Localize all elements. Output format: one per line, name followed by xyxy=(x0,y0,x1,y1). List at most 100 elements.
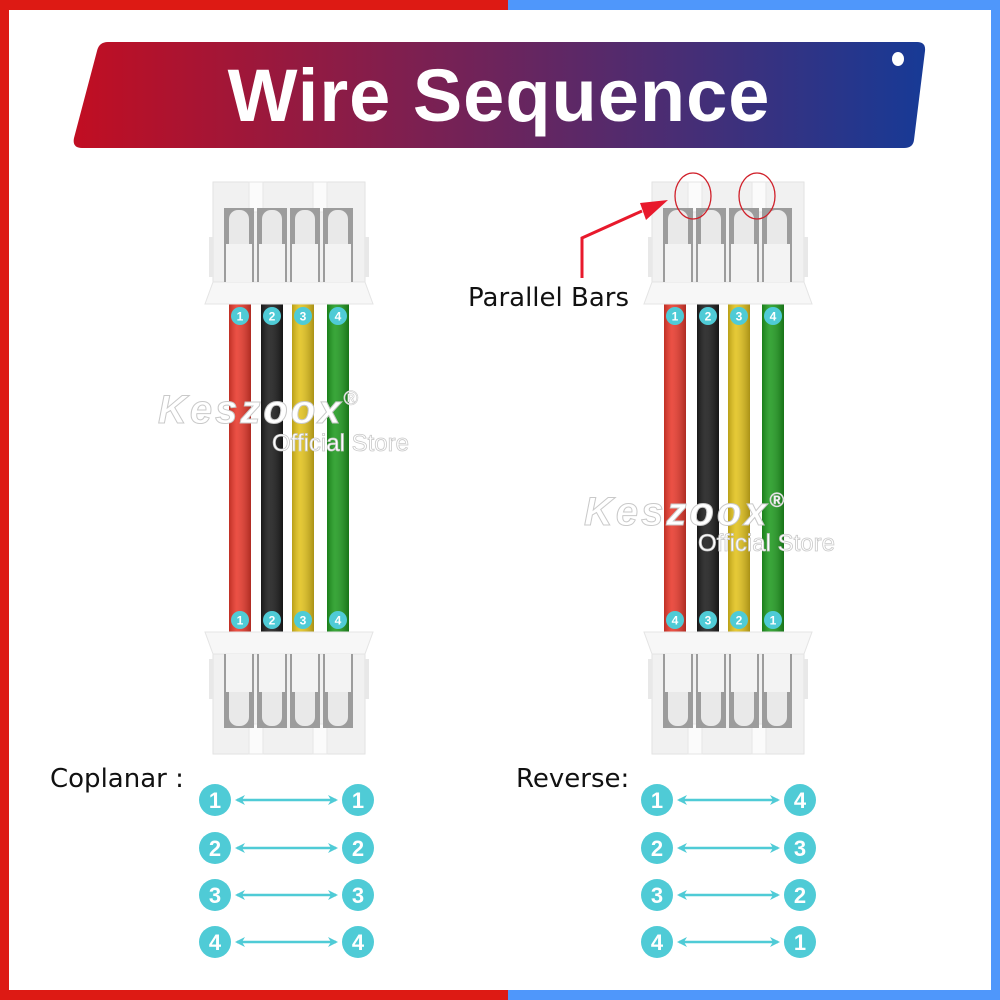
pin-number-text: 4 xyxy=(209,930,222,955)
parallel-bar-highlight-1 xyxy=(674,172,712,220)
pin-number-text: 1 xyxy=(794,930,806,955)
wire-number-text: 1 xyxy=(770,614,777,628)
pin-latch xyxy=(764,244,790,282)
parallel-bar xyxy=(687,181,703,213)
wire-shading xyxy=(261,304,283,632)
pin-latch xyxy=(259,654,285,692)
pin-number-badge xyxy=(199,926,231,958)
top-connector-left xyxy=(204,181,374,305)
pin-number-text: 3 xyxy=(651,883,663,908)
pin-number-badge xyxy=(784,879,816,911)
wire-number-badge xyxy=(666,611,684,629)
watermark-subtitle-left: Official Store xyxy=(272,430,410,458)
parallel-bars-label: Parallel Bars xyxy=(468,283,630,313)
wire-number-badge xyxy=(329,307,347,325)
pin-number-text: 4 xyxy=(352,930,365,955)
pin-number-text: 4 xyxy=(651,930,664,955)
pin-latch xyxy=(731,244,757,282)
wire-number-badge xyxy=(666,307,684,325)
pin-number-text: 3 xyxy=(794,836,806,861)
bottom-connector-left xyxy=(204,631,374,755)
wire-number-text: 3 xyxy=(705,614,712,628)
wire-shading xyxy=(292,304,314,632)
bottom-connector-right xyxy=(643,631,813,755)
watermark-brand-text: Keszoox xyxy=(158,388,344,433)
wire-number-text: 4 xyxy=(335,614,342,628)
wire-number-text: 4 xyxy=(770,310,777,324)
content-canvas xyxy=(9,10,991,990)
connector-side-tab xyxy=(365,659,369,699)
pin-number-text: 3 xyxy=(352,883,364,908)
annotation-arrow-line xyxy=(580,209,643,278)
pin-number-badge xyxy=(199,832,231,864)
pin-number-badge xyxy=(342,784,374,816)
connector-skirt xyxy=(643,631,813,655)
coplanar-label: Coplanar : xyxy=(50,764,184,794)
wire-number-text: 2 xyxy=(705,310,712,324)
connector-side-tab xyxy=(648,659,652,699)
connector-skirt xyxy=(204,631,374,655)
wire-number-text: 3 xyxy=(300,310,307,324)
pin-number-badge xyxy=(641,832,673,864)
pin-latch xyxy=(325,244,351,282)
pin-number-badge xyxy=(784,784,816,816)
watermark-brand-right: Keszoox® xyxy=(584,490,787,535)
connector-skirt xyxy=(643,281,813,305)
connector-side-tab xyxy=(804,659,808,699)
wire-number-text: 2 xyxy=(269,310,276,324)
wire-number-text: 1 xyxy=(672,310,679,324)
pin-number-text: 2 xyxy=(352,836,364,861)
wire-number-text: 2 xyxy=(269,614,276,628)
wire-number-text: 1 xyxy=(237,310,244,324)
wire-shading xyxy=(697,304,719,632)
parallel-bar xyxy=(687,723,703,755)
wire-number-text: 1 xyxy=(237,614,244,628)
pin-number-text: 3 xyxy=(209,883,221,908)
wire-number-badge xyxy=(764,611,782,629)
pin-latch xyxy=(292,654,318,692)
pin-latch xyxy=(698,244,724,282)
parallel-bar xyxy=(248,181,264,213)
wire-number-badge xyxy=(730,307,748,325)
pin-number-badge xyxy=(342,926,374,958)
wire-number-badge xyxy=(294,611,312,629)
pin-number-text: 2 xyxy=(209,836,221,861)
pin-number-badge xyxy=(199,879,231,911)
pin-number-badge xyxy=(641,879,673,911)
wire-number-badge xyxy=(294,307,312,325)
wire-shading xyxy=(327,304,349,632)
pin-number-text: 2 xyxy=(651,836,663,861)
connector-side-tab xyxy=(365,237,369,277)
wire-shading xyxy=(229,304,251,632)
pin-number-text: 1 xyxy=(209,788,221,813)
pin-number-badge xyxy=(784,832,816,864)
annotation-arrow-head xyxy=(640,200,668,220)
wire-number-badge xyxy=(699,611,717,629)
pin-latch xyxy=(292,244,318,282)
watermark-brand-text: Keszoox xyxy=(584,490,770,535)
wire-number-badge xyxy=(263,611,281,629)
pin-latch xyxy=(665,654,691,692)
watermark-brand-left: Keszoox® xyxy=(158,388,361,433)
pin-number-badge xyxy=(641,784,673,816)
parallel-bar xyxy=(312,181,328,213)
pin-latch xyxy=(665,244,691,282)
pin-latch xyxy=(764,654,790,692)
wire-shading xyxy=(728,304,750,632)
reverse-label: Reverse: xyxy=(516,764,630,794)
wire-number-text: 3 xyxy=(300,614,307,628)
pin-number-text: 4 xyxy=(794,788,807,813)
parallel-bar xyxy=(312,723,328,755)
